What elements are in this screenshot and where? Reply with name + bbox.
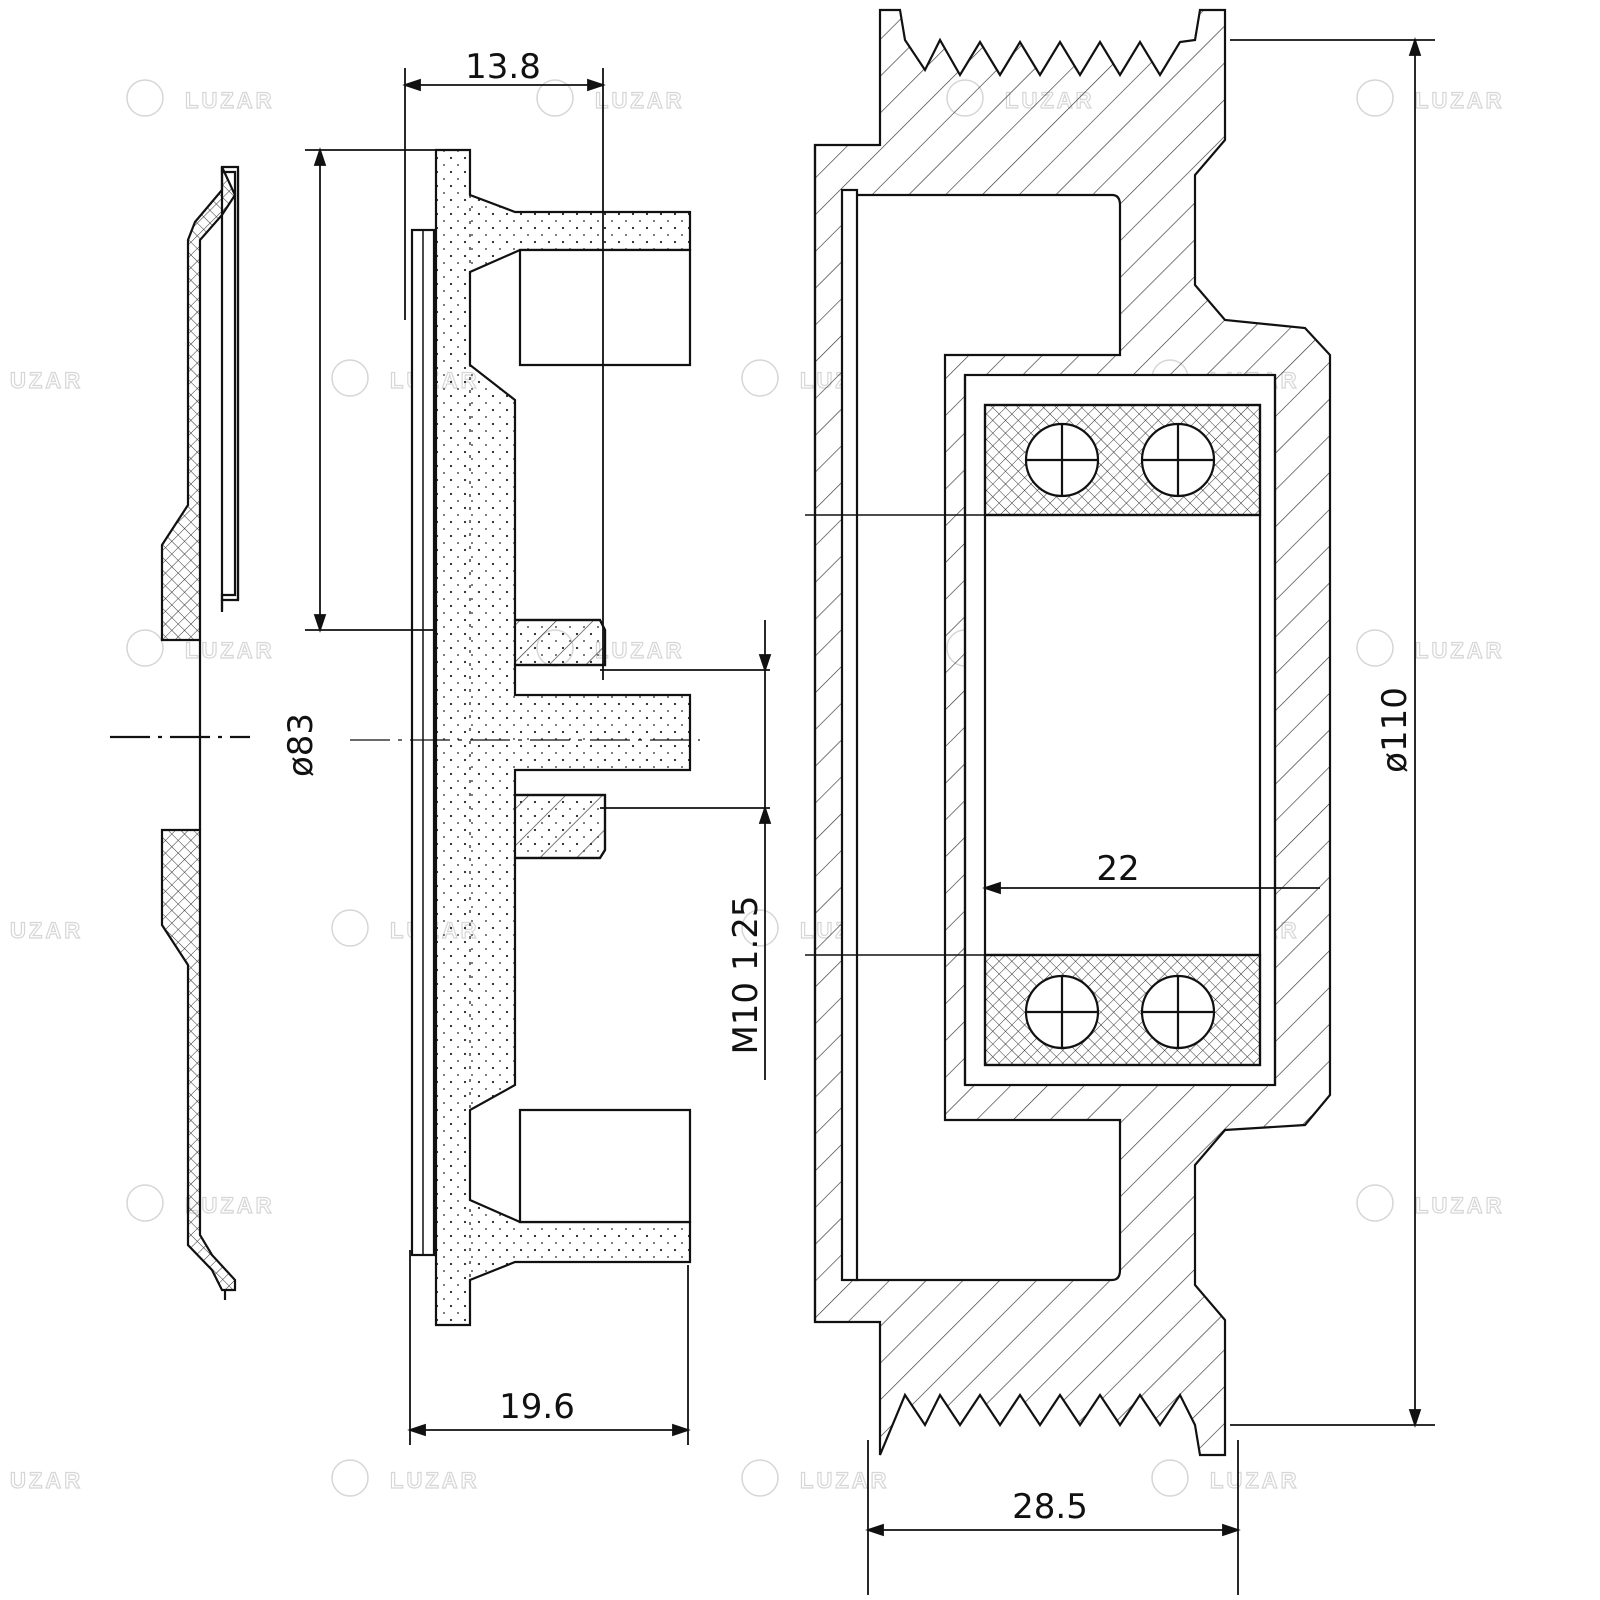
dim-pulley-width <box>865 1440 1241 1595</box>
dim-label-bearing-width: 22 <box>1096 849 1139 889</box>
dim-diameter-pulley <box>1230 37 1435 1428</box>
svg-text:LUZAR: LUZAR <box>1415 638 1505 663</box>
dim-label-pulley-width: 28.5 <box>1012 1487 1088 1527</box>
svg-text:LUZAR: LUZAR <box>185 638 275 663</box>
svg-text:LUZAR: LUZAR <box>800 1468 890 1493</box>
armature-hub-section <box>350 148 700 1327</box>
dim-depth-bottom <box>407 1250 691 1445</box>
dim-diameter-plate <box>305 147 436 633</box>
svg-text:LUZAR: LUZAR <box>1210 1468 1300 1493</box>
svg-text:LUZAR: LUZAR <box>1415 88 1505 113</box>
svg-text:UZAR: UZAR <box>10 918 83 943</box>
svg-text:LUZAR: LUZAR <box>185 88 275 113</box>
svg-text:LUZAR: LUZAR <box>1415 1193 1505 1218</box>
shim-plate-section <box>110 165 250 1300</box>
dim-label-depth-bottom: 19.6 <box>499 1387 575 1427</box>
dim-thread <box>600 620 772 1080</box>
dim-label-diameter-plate: ø83 <box>281 713 321 777</box>
svg-text:LUZAR: LUZAR <box>595 638 685 663</box>
svg-text:LUZAR: LUZAR <box>390 1468 480 1493</box>
dim-label-diameter-pulley: ø110 <box>1375 687 1415 773</box>
bearing-balls <box>1024 422 1216 1050</box>
dim-thickness-top <box>402 68 606 680</box>
svg-text:LUZAR: LUZAR <box>595 88 685 113</box>
dim-bearing-width <box>982 881 1320 895</box>
pulley-section <box>805 8 1332 1457</box>
dim-label-thickness-top: 13.8 <box>465 47 541 87</box>
svg-text:UZAR: UZAR <box>10 368 83 393</box>
dim-label-thread: M10 1.25 <box>726 895 766 1054</box>
svg-text:UZAR: UZAR <box>10 1468 83 1493</box>
